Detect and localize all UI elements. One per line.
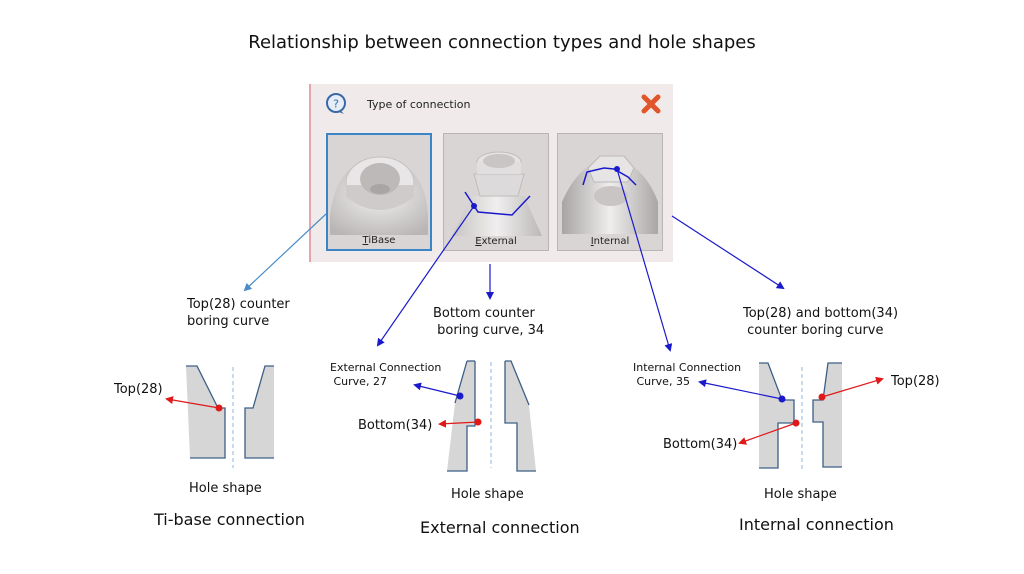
internal-arrow <box>671 215 785 290</box>
option-internal[interactable]: Internal <box>557 133 663 251</box>
option-internal-label: Internal <box>590 236 630 247</box>
tibase-caption: Top(28) counter boring curve <box>187 297 290 329</box>
internal-top-label: Top(28) <box>891 374 940 389</box>
external-connection-title: External connection <box>420 518 580 537</box>
help-question-icon[interactable]: ? <box>325 93 347 115</box>
tibase-hole-label: Hole shape <box>189 481 262 496</box>
external-connection-curve <box>464 191 531 216</box>
internal-curve-35-arrow <box>698 379 783 400</box>
external-curve-27-arrow <box>413 382 461 397</box>
option-tibase[interactable]: TiBase <box>326 133 432 251</box>
internal-top-arrow <box>821 376 884 398</box>
internal-bottom-label: Bottom(34) <box>663 437 738 452</box>
external-curve-label: External Connection Curve, 27 <box>330 361 442 388</box>
connection-type-dialog: ? Type of connection TiBase <box>309 84 673 262</box>
tibase-top-label: Top(28) <box>114 382 163 397</box>
internal-connection-curve <box>582 167 637 186</box>
page-title: Relationship between connection types an… <box>248 32 756 53</box>
internal-bottom-arrow <box>738 422 797 445</box>
internal-caption: Top(28) and bottom(34) counter boring cu… <box>743 306 899 338</box>
external-bottom-label: Bottom(34) <box>358 418 433 433</box>
close-x-icon[interactable] <box>641 94 661 114</box>
tibase-hole-shape <box>186 365 274 468</box>
internal-curve-label: Internal Connection Curve, 35 <box>633 361 742 388</box>
option-external-label: External <box>475 236 517 247</box>
internal-hole-label: Hole shape <box>764 487 837 502</box>
external-caption: Bottom counter boring curve, 34 <box>433 306 545 338</box>
svg-text:?: ? <box>333 98 339 111</box>
internal-hole-shape <box>759 362 842 470</box>
dialog-title: Type of connection <box>367 98 471 111</box>
external-hole-label: Hole shape <box>451 487 524 502</box>
external-bottom-arrow-red <box>438 419 479 428</box>
tibase-top-arrow <box>165 396 220 409</box>
tibase-render-image <box>330 156 428 235</box>
option-tibase-label: TiBase <box>362 235 396 246</box>
internal-curve-arrow <box>616 168 673 352</box>
internal-connection-title: Internal connection <box>739 515 894 534</box>
external-curve-arrow <box>376 205 475 347</box>
tibase-connection-title: Ti-base connection <box>154 510 305 529</box>
tibase-arrow <box>243 213 327 292</box>
external-hole-shape <box>447 360 536 472</box>
